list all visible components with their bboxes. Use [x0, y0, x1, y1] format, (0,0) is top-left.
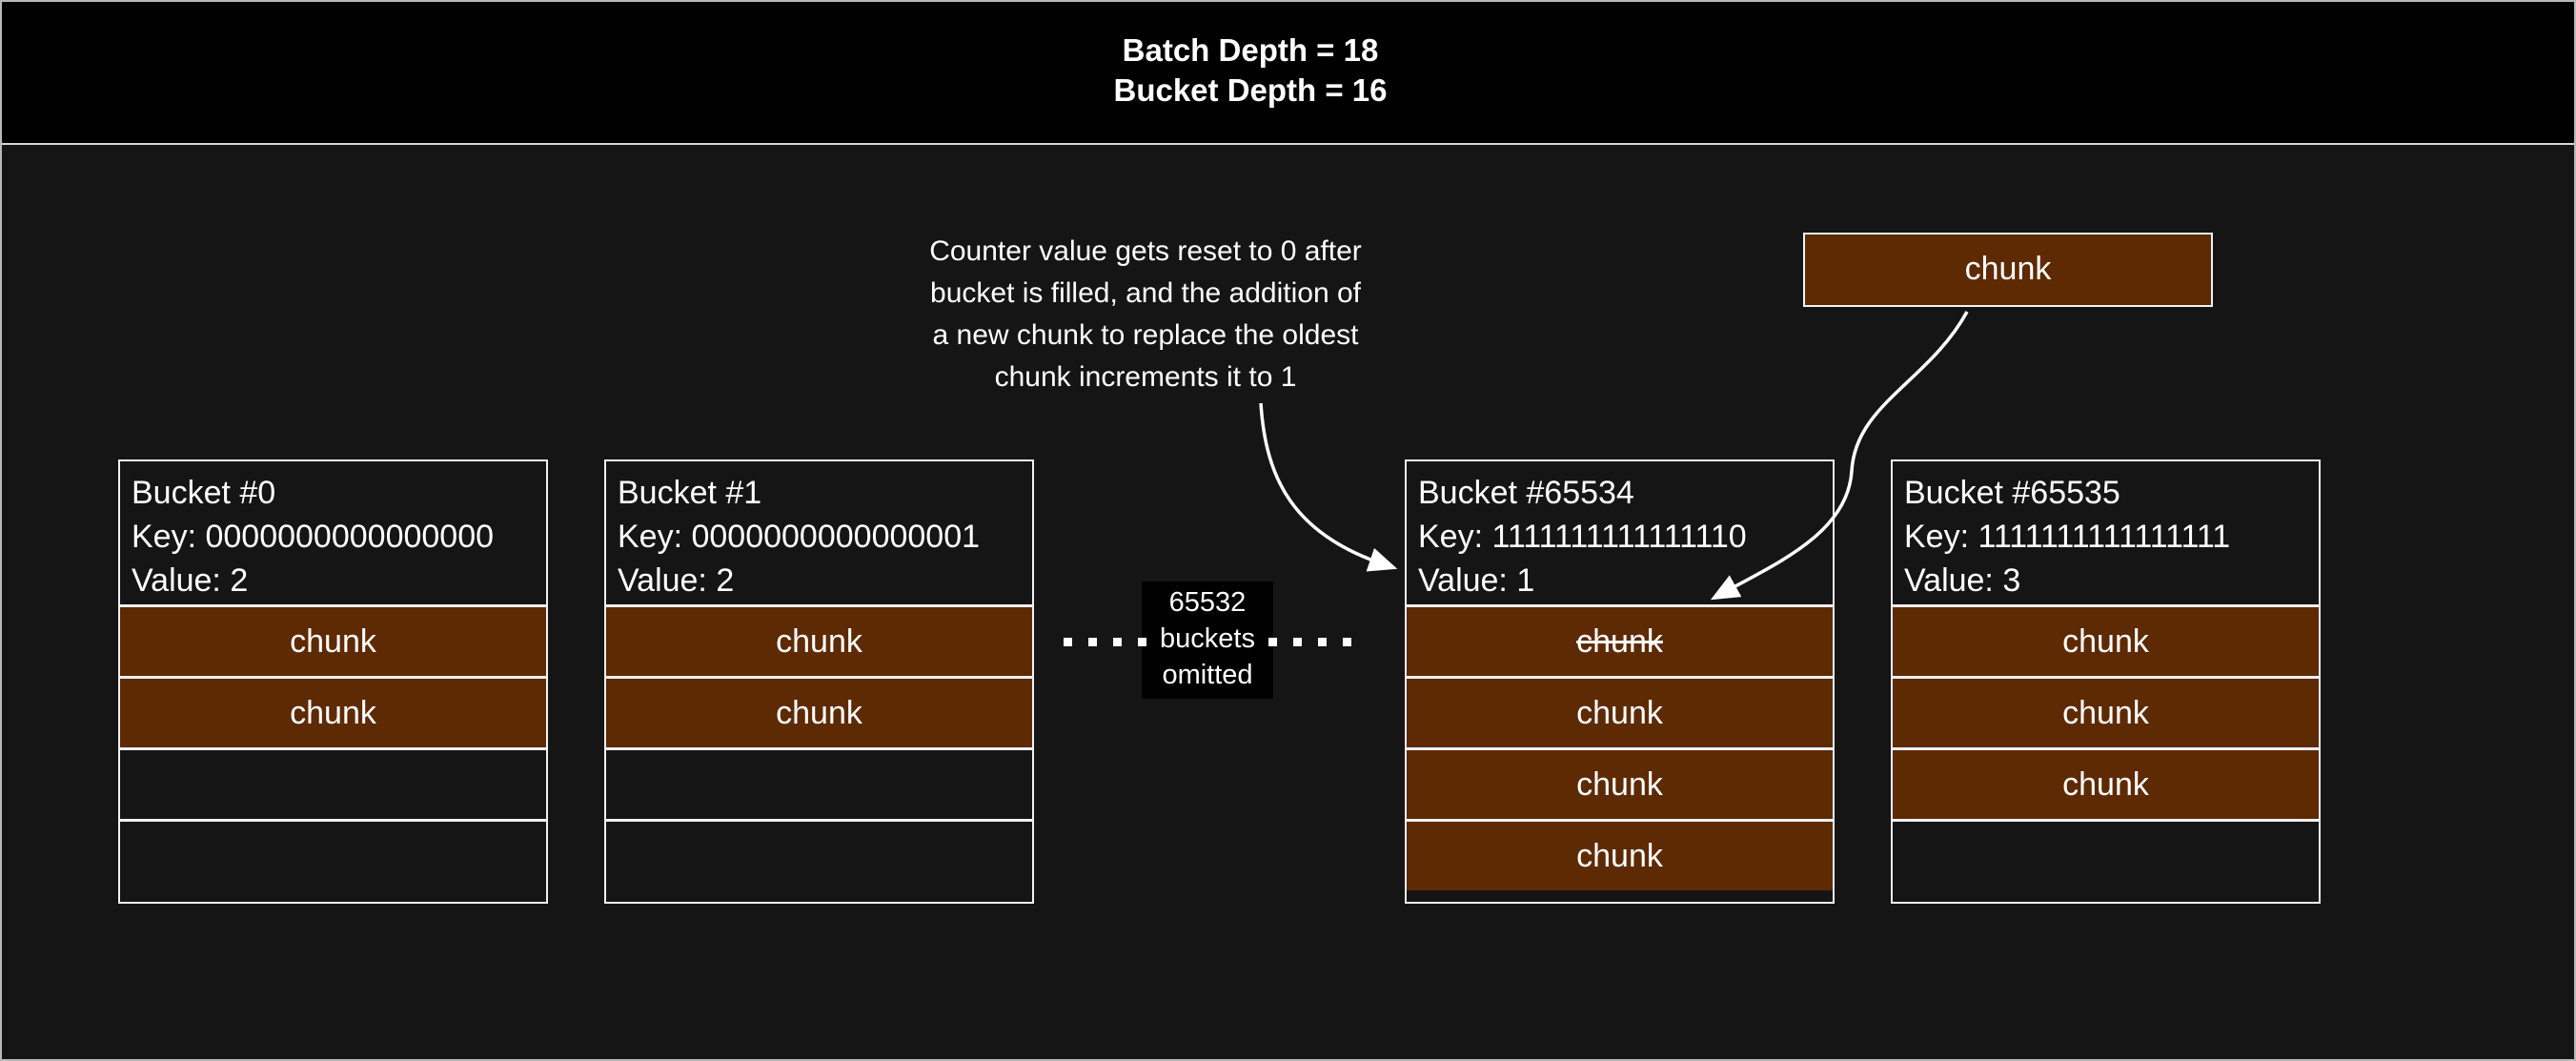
bucket-value: Value: 2: [618, 562, 735, 599]
empty-slot: [606, 819, 1032, 890]
chunk-slot: chunk: [1407, 819, 1833, 890]
bucket-value: Value: 1: [1418, 562, 1535, 599]
bucket-title: Bucket #1: [618, 475, 762, 511]
chunk-slot: chunk: [1893, 676, 2319, 747]
empty-slot: [120, 819, 546, 890]
bucket-65535: Bucket #65535 Key: 1111111111111111 Valu…: [1891, 459, 2321, 904]
empty-slot: [120, 747, 546, 819]
dot: [1088, 638, 1097, 646]
dot: [1343, 638, 1351, 646]
bucket-key: Key: 0000000000000000: [132, 519, 495, 555]
dot: [1138, 638, 1146, 646]
chunk-slot: chunk: [120, 676, 546, 747]
chunk-slot: chunk: [1407, 676, 1833, 747]
chunk-slot: chunk: [606, 676, 1032, 747]
chunk-slot: chunk: [1893, 604, 2319, 676]
empty-slot: [606, 747, 1032, 819]
bucket-key: Key: 0000000000000001: [618, 519, 981, 555]
bucket-header: Bucket #65534 Key: 1111111111111110 Valu…: [1407, 461, 1833, 604]
incoming-chunk-label: chunk: [1964, 251, 2052, 287]
bucket-header: Bucket #1 Key: 0000000000000001 Value: 2: [606, 461, 1032, 604]
omitted-buckets-label: 65532 buckets omitted: [1142, 582, 1273, 699]
chunk-slot: chunk: [1407, 747, 1833, 819]
dot: [1113, 638, 1122, 646]
bucket-header: Bucket #0 Key: 0000000000000000 Value: 2: [120, 461, 546, 604]
chunk-slot: chunk: [1893, 747, 2319, 819]
dot: [1268, 638, 1277, 646]
bucket-value: Value: 3: [1904, 562, 2021, 599]
bucket-key: Key: 1111111111111110: [1418, 519, 1747, 555]
arrow-annotation-to-bucket65534: [1259, 402, 1398, 572]
dot: [1318, 638, 1327, 646]
ellipsis-dots-right: [1268, 638, 1351, 646]
bucket-1: Bucket #1 Key: 0000000000000001 Value: 2…: [604, 459, 1034, 904]
bucket-title: Bucket #65535: [1904, 475, 2120, 511]
ellipsis-dots-left: [1064, 638, 1146, 646]
chunk-slot: chunk: [1407, 604, 1833, 676]
bucket-header: Bucket #65535 Key: 1111111111111111 Valu…: [1893, 461, 2319, 604]
page-title: Batch Depth = 18 Bucket Depth = 16: [1113, 32, 1388, 108]
bucket-key: Key: 1111111111111111: [1904, 519, 2231, 555]
empty-slot: [1893, 819, 2319, 890]
chunk-slot: chunk: [120, 604, 546, 676]
incoming-chunk-box: chunk: [1803, 233, 2213, 307]
bucket-65534: Bucket #65534 Key: 1111111111111110 Valu…: [1405, 459, 1835, 904]
bucket-0: Bucket #0 Key: 0000000000000000 Value: 2…: [118, 459, 548, 904]
dot: [1064, 638, 1072, 646]
bucket-value: Value: 2: [132, 562, 249, 599]
chunk-slot: chunk: [606, 604, 1032, 676]
title-bar: Batch Depth = 18 Bucket Depth = 16: [2, 2, 2574, 145]
bucket-title: Bucket #65534: [1418, 475, 1634, 511]
bucket-title: Bucket #0: [132, 475, 276, 511]
dot: [1293, 638, 1302, 646]
annotation-text: Counter value gets reset to 0 after buck…: [929, 235, 1362, 393]
